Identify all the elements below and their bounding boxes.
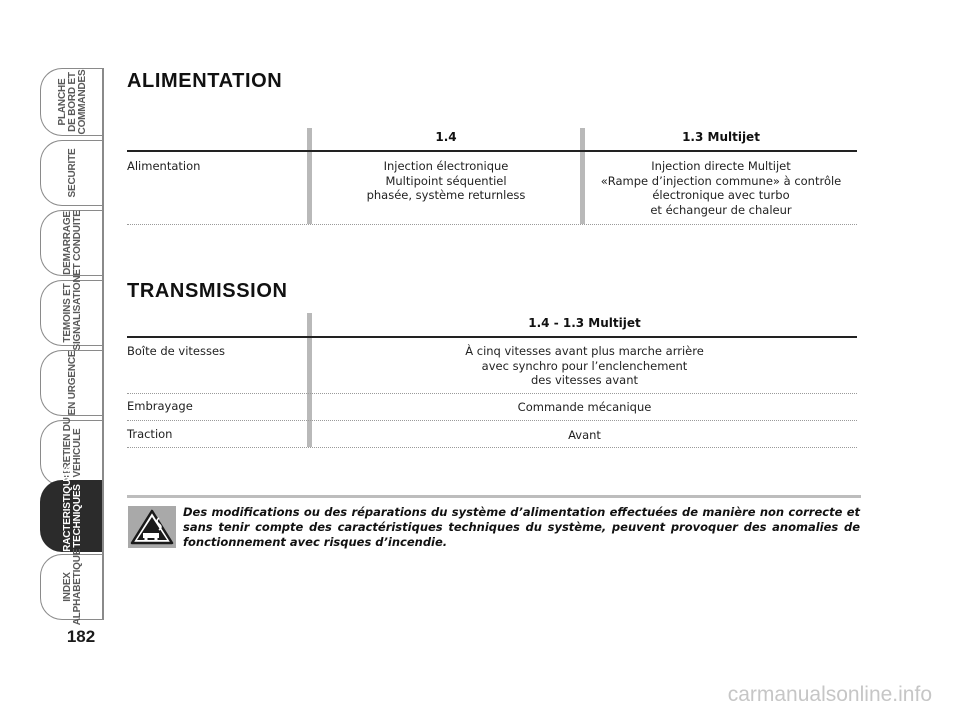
tab-label: INDEX ALPHABETIQUE xyxy=(61,548,83,626)
column-header-transmission: 1.4 - 1.3 Multijet xyxy=(528,316,641,330)
row-divider xyxy=(127,420,857,421)
cell-alimentation-1-4: Injection électronique Multipoint séquen… xyxy=(366,159,526,202)
tab-label: EN URGENCE xyxy=(66,350,78,416)
tab-index[interactable]: INDEX ALPHABETIQUE xyxy=(40,549,104,625)
tab-label: PLANCHE DE BORD ET COMMANDES xyxy=(56,69,88,135)
tab-securite[interactable]: SECURITE xyxy=(40,140,104,206)
tab-label: DEMARRAGE ET CONDUITE xyxy=(61,210,83,276)
column-divider xyxy=(580,128,585,224)
tab-demarrage[interactable]: DEMARRAGE ET CONDUITE xyxy=(40,210,104,276)
column-divider xyxy=(307,128,312,224)
cell-alimentation-1-3-multijet: Injection directe Multijet «Rampe d’inje… xyxy=(600,159,842,217)
row-label-alimentation: Alimentation xyxy=(127,159,201,173)
warning-rule xyxy=(127,495,861,498)
column-header-1-3-multijet: 1.3 Multijet xyxy=(682,130,760,144)
row-label-embrayage: Embrayage xyxy=(127,399,193,413)
watermark: carmanualsonline.info xyxy=(727,683,932,706)
table-header-rule xyxy=(127,336,857,338)
tab-planche-de-bord[interactable]: PLANCHE DE BORD ET COMMANDES xyxy=(40,68,104,136)
tabs-divider xyxy=(102,68,104,620)
cell-embrayage: Commande mécanique xyxy=(517,400,652,414)
table-header-rule xyxy=(127,150,857,152)
tab-en-urgence[interactable]: EN URGENCE xyxy=(40,350,104,416)
warning-triangle-icon xyxy=(128,506,176,548)
section-title-transmission: TRANSMISSION xyxy=(127,280,288,302)
tab-label: TEMOINS ET SIGNALISATION xyxy=(61,275,83,351)
row-divider xyxy=(127,447,857,448)
tab-caracteristiques-active[interactable]: CARACTERISTIQUES TECHNIQUES xyxy=(40,466,104,566)
tab-label: SECURITE xyxy=(66,148,78,198)
section-title-alimentation: ALIMENTATION xyxy=(127,70,283,92)
column-divider xyxy=(307,313,312,447)
warning-text: Des modifications ou des réparations du … xyxy=(183,505,860,549)
row-label-traction: Traction xyxy=(127,427,173,441)
column-header-1-4: 1.4 xyxy=(435,130,457,144)
chapter-tabs: PLANCHE DE BORD ET COMMANDES SECURITE DE… xyxy=(40,68,106,625)
row-divider xyxy=(127,393,857,394)
tab-temoins[interactable]: TEMOINS ET SIGNALISATION xyxy=(40,276,104,351)
cell-boite-de-vitesses: À cinq vitesses avant plus marche arrièr… xyxy=(465,344,704,387)
row-label-boite-de-vitesses: Boîte de vitesses xyxy=(127,344,226,358)
page-number: 182 xyxy=(66,627,96,646)
row-divider xyxy=(127,224,857,225)
cell-traction: Avant xyxy=(568,428,601,442)
tab-entretien[interactable]: ENTRETIEN DU VEHICULE xyxy=(40,417,104,489)
